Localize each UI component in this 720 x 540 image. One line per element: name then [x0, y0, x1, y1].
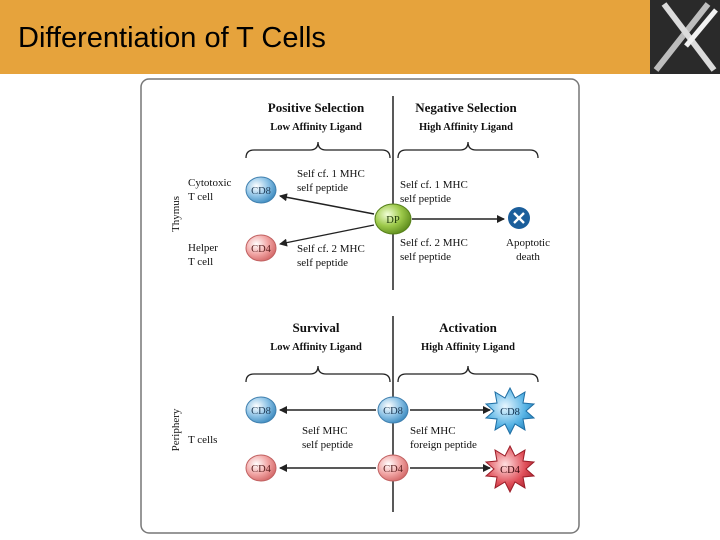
slide-title: Differentiation of T Cells	[18, 22, 326, 54]
arrow-dp-to-cd8	[279, 193, 375, 215]
positive-selection-subheader: Low Affinity Ligand	[270, 122, 362, 133]
arrow-dp-to-cd4	[279, 224, 375, 247]
cd8-thymus-label: CD8	[251, 186, 271, 197]
cd8-survival-label: CD8	[251, 406, 271, 417]
activation-brace	[397, 365, 539, 383]
cd8-arrow-label-line1: Self cf. 1 MHC	[297, 168, 365, 180]
cytotoxic-label-line2: T cell	[188, 191, 213, 203]
dp-cell: DP	[374, 203, 412, 235]
cd4-arrow-label-line1: Self cf. 2 MHC	[297, 243, 365, 255]
cd4-center-label: CD4	[383, 464, 404, 475]
negative-selection-brace	[397, 141, 539, 159]
apoptotic-death-icon	[508, 207, 530, 229]
activated-cd8-label: CD8	[500, 407, 520, 418]
activation-subheader: High Affinity Ligand	[421, 342, 515, 353]
negative-lower-label-line2: self peptide	[400, 251, 451, 263]
cd8-survival-cell: CD8	[245, 396, 277, 424]
thymus-label: Thymus	[170, 196, 182, 232]
cd4-survival-cell: CD4	[245, 454, 277, 482]
negative-lower-label-line1: Self cf. 2 MHC	[400, 237, 468, 249]
negative-selection-subheader: High Affinity Ligand	[419, 122, 513, 133]
dp-cell-label: DP	[386, 215, 400, 226]
activation-label-line2: foreign peptide	[410, 439, 477, 451]
negative-upper-label-line1: Self cf. 1 MHC	[400, 179, 468, 191]
cd4-survival-label: CD4	[251, 464, 272, 475]
cd4-thymus-cell: CD4	[245, 234, 277, 262]
cd4-arrow-label-line2: self peptide	[297, 257, 348, 269]
apoptotic-label-line2: death	[516, 251, 540, 263]
survival-header: Survival	[293, 320, 340, 335]
negative-selection-header: Negative Selection	[415, 100, 517, 115]
cd8-center-label: CD8	[383, 406, 403, 417]
cd8-periphery-center-cell: CD8	[377, 396, 409, 424]
cd8-arrow-label-line2: self peptide	[297, 182, 348, 194]
activated-cd8-star-icon	[484, 386, 536, 436]
helper-label-line2: T cell	[188, 256, 213, 268]
survival-subheader: Low Affinity Ligand	[270, 342, 362, 353]
crossed-bones-logo-icon	[650, 0, 720, 74]
helper-label-line1: Helper	[188, 242, 218, 254]
cd4-thymus-label: CD4	[251, 244, 272, 255]
activated-cd4-label: CD4	[500, 465, 521, 476]
apoptotic-label-line1: Apoptotic	[506, 237, 550, 249]
survival-label-line1: Self MHC	[302, 425, 348, 437]
negative-upper-label-line2: self peptide	[400, 193, 451, 205]
t-cell-differentiation-figure: Positive Selection Low Affinity Ligand N…	[140, 78, 580, 534]
title-bar: Differentiation of T Cells	[0, 0, 650, 74]
cd4-periphery-center-cell: CD4	[377, 454, 409, 482]
cd8-thymus-cell: CD8	[245, 176, 277, 204]
t-cells-label: T cells	[188, 434, 217, 446]
activated-cd4-star-icon	[484, 444, 536, 494]
positive-selection-header: Positive Selection	[268, 100, 365, 115]
survival-label-line2: self peptide	[302, 439, 353, 451]
periphery-label: Periphery	[170, 408, 182, 451]
cytotoxic-label-line1: Cytotoxic	[188, 177, 232, 189]
activated-cd8-cell: CD8	[484, 386, 536, 436]
activation-header: Activation	[439, 320, 498, 335]
positive-selection-brace	[245, 141, 391, 159]
activation-label-line1: Self MHC	[410, 425, 456, 437]
activated-cd4-cell: CD4	[484, 444, 536, 494]
survival-brace	[245, 365, 391, 383]
